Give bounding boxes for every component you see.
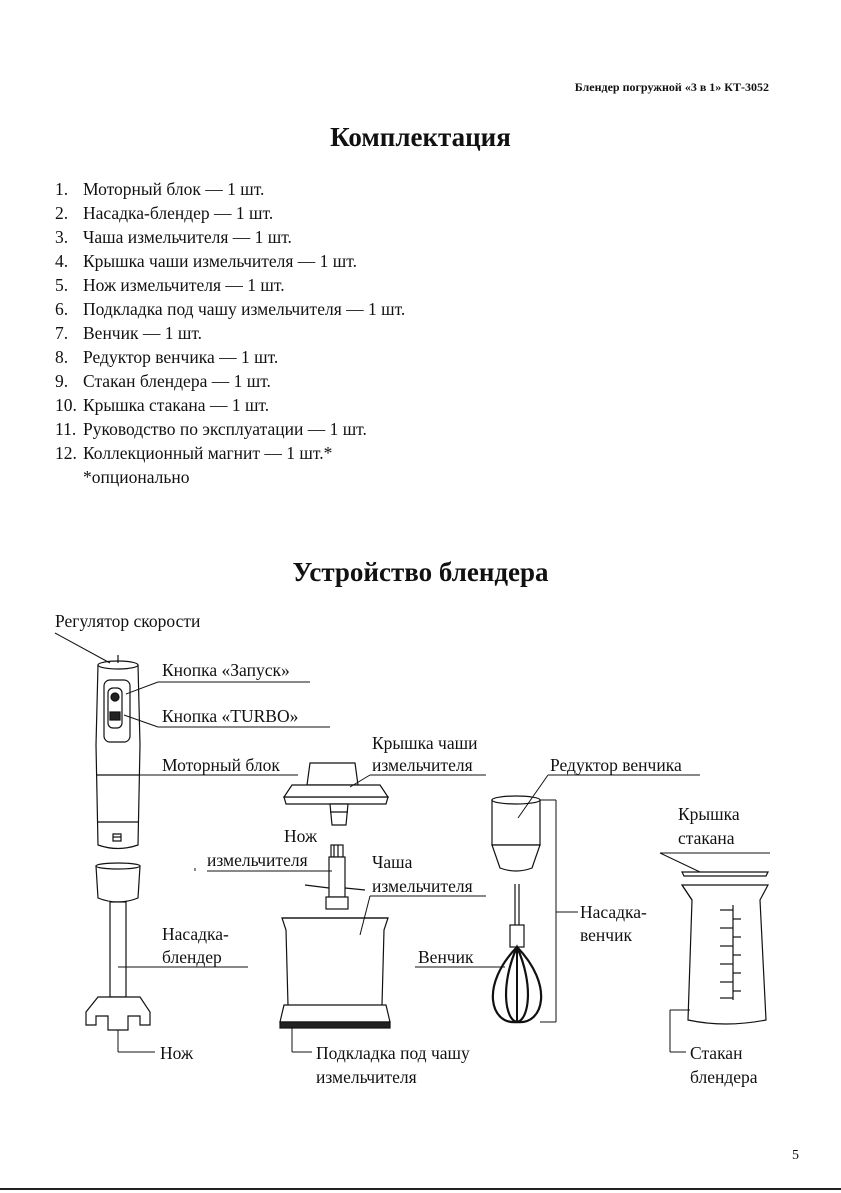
label-knife: Нож [160,1043,194,1063]
footnote: *опционально [83,467,190,487]
bowl-illustration [279,917,391,1029]
list-item: 10.Крышка стакана — 1 шт. [55,395,270,415]
cup-lid-illustration [681,871,769,877]
bowl-lid-illustration [282,762,390,826]
label-whisk-attachment-1: Насадка- [580,902,647,922]
list-item: 3.Чаша измельчителя — 1 шт. [55,227,292,247]
label-cup-lid-1: Крышка [678,804,740,824]
label-whisk-attachment-2: венчик [580,925,632,945]
list-item: 11.Руководство по эксплуатации — 1 шт. [55,419,367,439]
label-blender-attachment-2: блендер [162,947,222,967]
label-pad-1: Подкладка под чашу [316,1043,470,1063]
whisk-illustration [491,884,543,1024]
chopper-knife-illustration [304,844,366,910]
label-turbo-button: Кнопка «TURBO» [162,706,299,726]
label-bowl-2: измельчителя [372,876,473,896]
label-pad-2: измельчителя [316,1067,417,1087]
bottom-divider [0,1188,841,1190]
label-cup-lid-2: стакана [678,828,735,848]
document-header: Блендер погружной «3 в 1» КТ-3052 [574,80,769,94]
section-title-contents: Комплектация [330,122,511,152]
page-number: 5 [792,1148,799,1163]
contents-list: 1.Моторный блок — 1 шт. 2.Насадка-бленде… [55,177,405,489]
list-item: 12.Коллекционный магнит — 1 шт.* [55,443,333,463]
motor-block-illustration [95,655,141,850]
whisk-gear-illustration [491,795,541,872]
label-whisk: Венчик [418,947,474,967]
label-cup-1: Стакан [690,1043,743,1063]
label-speed-regulator: Регулятор скорости [55,611,201,631]
label-whisk-gear: Редуктор венчика [550,755,682,775]
label-bowl-lid-1: Крышка чаши [372,733,478,753]
list-item: 9.Стакан блендера — 1 шт. [55,371,271,391]
label-start-button: Кнопка «Запуск» [162,660,290,680]
list-item: 5.Нож измельчителя — 1 шт. [55,275,285,295]
blender-attachment-illustration [85,862,151,1031]
list-item: 1.Моторный блок — 1 шт. [55,179,265,199]
list-item: 4.Крышка чаши измельчителя — 1 шт. [55,251,357,271]
list-item: 8.Редуктор венчика — 1 шт. [55,347,279,367]
list-item: 2.Насадка-блендер — 1 шт. [55,203,274,223]
section-title-device: Устройство блендера [292,557,549,587]
label-chopper-knife-2: измельчителя [207,850,308,870]
label-blender-attachment-1: Насадка- [162,924,229,944]
label-bowl-1: Чаша [372,852,413,872]
label-chopper-knife-1: Нож [284,826,318,846]
label-motor-block: Моторный блок [162,755,280,775]
leader-lines [54,632,770,1053]
list-item: 6.Подкладка под чашу измельчителя — 1 шт… [55,299,406,319]
list-item: 7.Венчик — 1 шт. [55,323,203,343]
label-cup-2: блендера [690,1067,758,1087]
cup-illustration [680,884,769,1025]
label-bowl-lid-2: измельчителя [372,755,473,775]
